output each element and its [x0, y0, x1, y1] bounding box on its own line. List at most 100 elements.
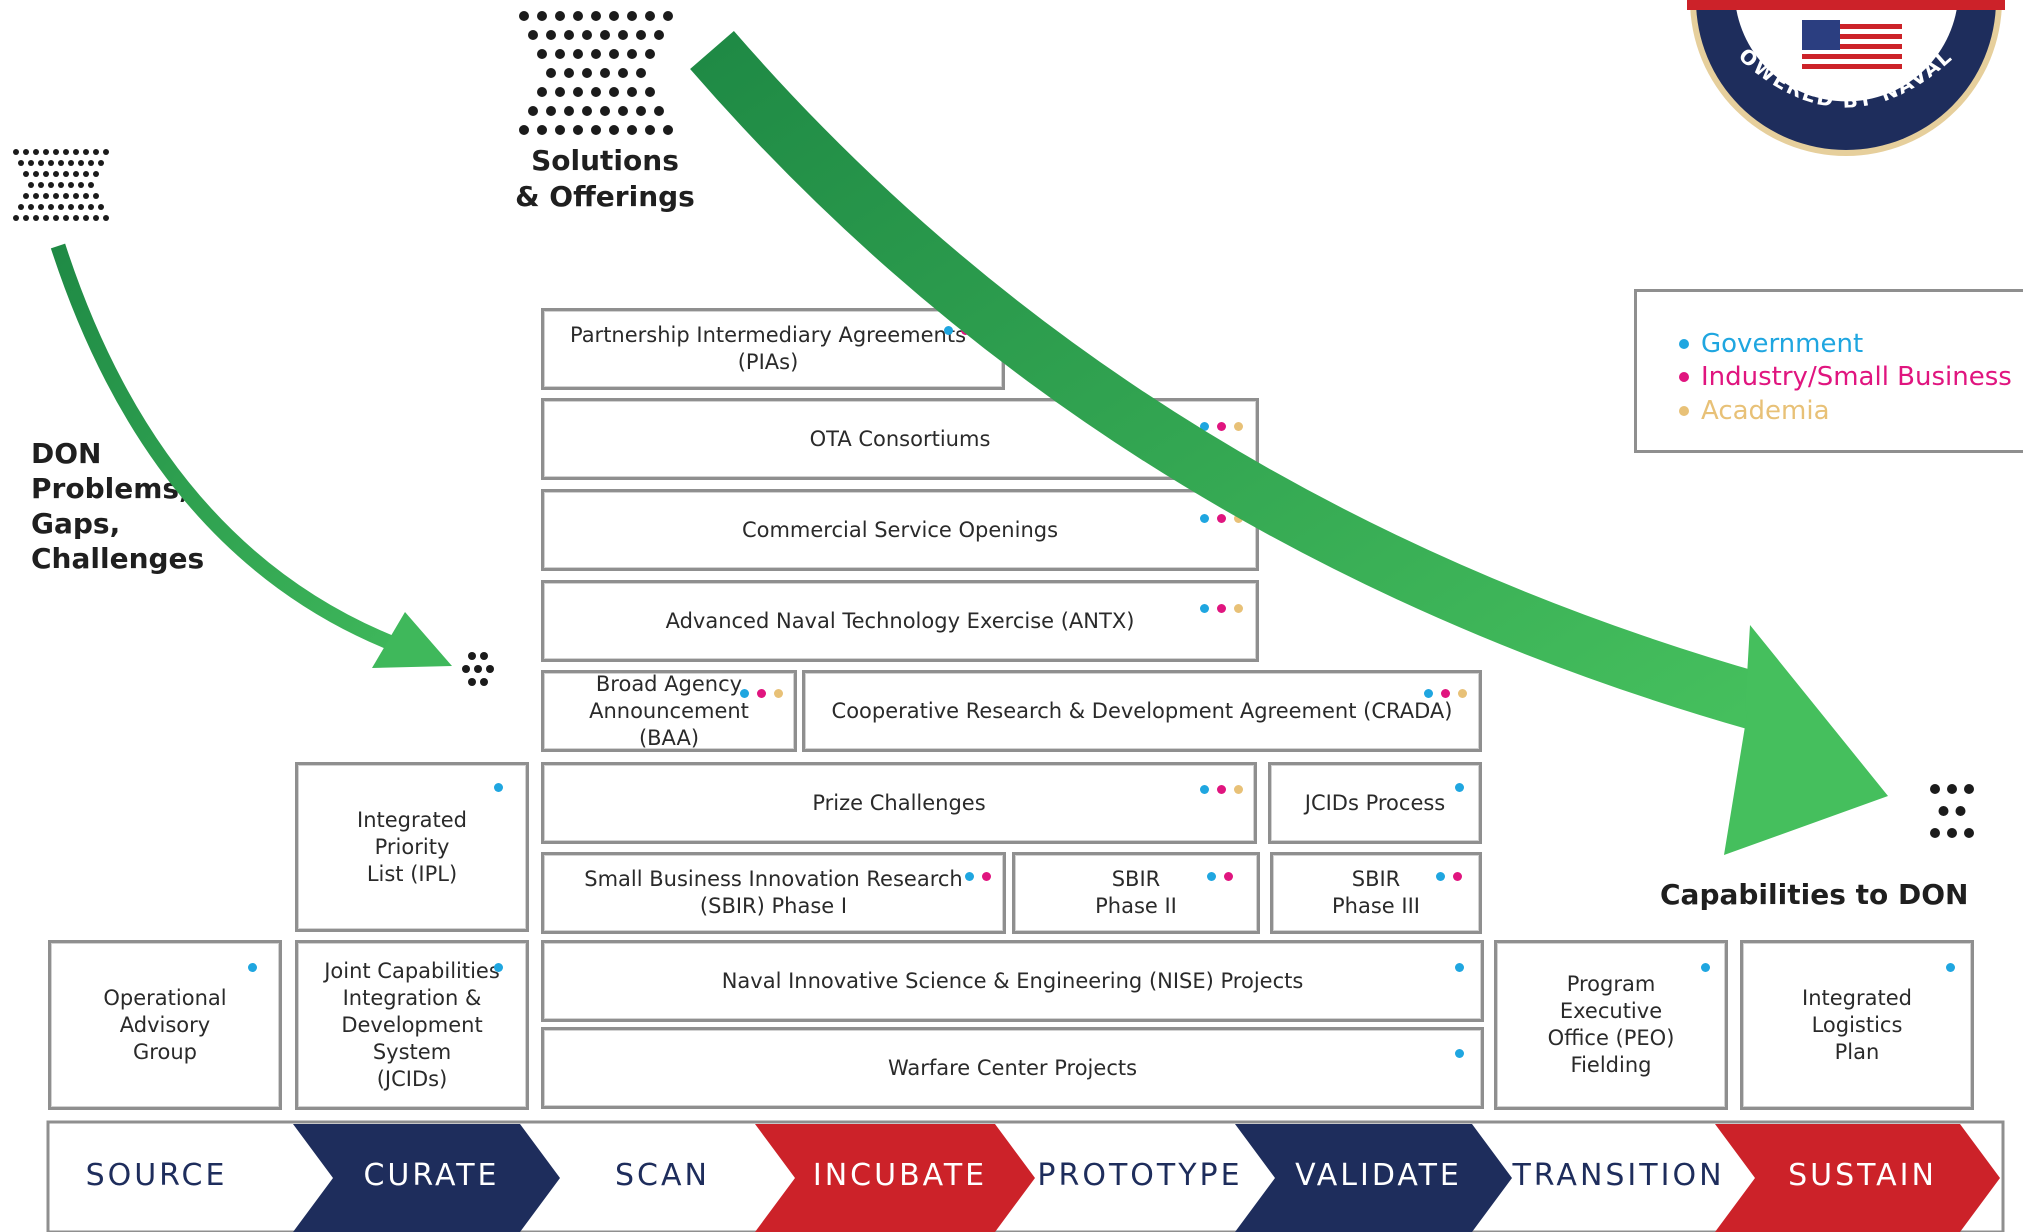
industry-dot-icon	[757, 689, 766, 698]
stage-incubate: INCUBATE	[812, 1158, 988, 1193]
government-dot-icon	[1701, 963, 1710, 972]
stage-validate: VALIDATE	[1295, 1158, 1462, 1193]
legend-item-academia: Academia	[1679, 396, 1830, 426]
pathway-label: Joint Capabilities Integration & Develop…	[324, 958, 500, 1091]
pathway-label: Integrated Priority List (IPL)	[357, 807, 467, 886]
pathway-label: Partnership Intermediary Agreements (PIA…	[569, 323, 967, 374]
participant-dots	[1455, 963, 1464, 972]
pathway-box-pias: Partnership Intermediary Agreements (PIA…	[541, 308, 1005, 390]
legend-label: Government	[1701, 329, 1864, 359]
government-dot-icon	[248, 963, 257, 972]
government-dot-icon	[1455, 1049, 1464, 1058]
pathway-label: OTA Consortiums	[809, 426, 991, 451]
participant-dots	[740, 689, 783, 698]
industry-dot-icon	[1217, 604, 1226, 613]
pathway-label: Operational Advisory Group	[103, 985, 227, 1064]
industry-dot-icon	[1217, 785, 1226, 794]
pathway-box-oag: Operational Advisory Group	[48, 940, 282, 1110]
pathway-box-nise: Naval Innovative Science & Engineering (…	[541, 940, 1484, 1022]
government-dot-icon	[1679, 339, 1689, 349]
pathway-box-jcids: Joint Capabilities Integration & Develop…	[295, 940, 529, 1110]
government-dot-icon	[965, 872, 974, 881]
academia-dot-icon	[1679, 406, 1689, 416]
stage-chevron-sustain	[1715, 1124, 2000, 1232]
pathway-box-jcids-process: JCIDs Process	[1268, 762, 1482, 844]
participant-dots	[1436, 872, 1462, 881]
legend-label: Academia	[1701, 396, 1830, 426]
participant-dots	[1200, 604, 1243, 613]
participant-dots	[1200, 785, 1243, 794]
industry-dot-icon	[1441, 689, 1450, 698]
pathway-label: Commercial Service Openings	[741, 517, 1059, 542]
legend-item-industry: Industry/Small Business	[1679, 362, 2012, 392]
government-dot-icon	[1946, 963, 1955, 972]
pathway-box-ipl: Integrated Priority List (IPL)	[295, 762, 529, 932]
academia-dot-icon	[1234, 785, 1243, 794]
capabilities-to-don-label: Capabilities to DON	[1660, 878, 1969, 911]
stage-chevron-curate	[293, 1124, 560, 1232]
stage-scan: SCAN	[615, 1158, 710, 1193]
don-problems-label: DON Problems, Gaps, Challenges	[31, 437, 205, 575]
stage-curate: CURATE	[363, 1158, 500, 1193]
stage-prototype: PROTOTYPE	[1037, 1158, 1243, 1193]
participant-dots	[494, 963, 503, 972]
pathway-label: Advanced Naval Technology Exercise (ANTX…	[665, 608, 1135, 633]
pathway-label: Integrated Logistics Plan	[1802, 985, 1912, 1064]
pathway-label: JCIDs Process	[1304, 790, 1446, 815]
government-dot-icon	[1424, 689, 1433, 698]
industry-dot-icon	[1224, 872, 1233, 881]
government-dot-icon	[1200, 604, 1209, 613]
stage-transition: TRANSITION	[1512, 1158, 1725, 1193]
badge-text: POWERED BY NAVALX	[0, 0, 1957, 113]
participant-dots	[1200, 422, 1243, 431]
industry-dot-icon	[1217, 422, 1226, 431]
pathway-box-crada: Cooperative Research & Development Agree…	[802, 670, 1482, 752]
academia-dot-icon	[1458, 689, 1467, 698]
industry-dot-icon	[1679, 372, 1689, 382]
participant-dots	[944, 326, 987, 335]
participant-dots	[1207, 872, 1233, 881]
government-dot-icon	[1200, 422, 1209, 431]
participant-dots	[1200, 514, 1243, 523]
problems-dots-icon	[13, 149, 109, 221]
academia-dot-icon	[1234, 422, 1243, 431]
legend-item-government: Government	[1679, 329, 1863, 359]
pathway-label: Small Business Innovation Research (SBIR…	[584, 867, 963, 918]
pathway-box-cso: Commercial Service Openings	[541, 489, 1259, 571]
participant-dots	[965, 872, 991, 881]
pathway-box-prize: Prize Challenges	[541, 762, 1257, 844]
stage-sustain: SUSTAIN	[1788, 1158, 1937, 1193]
participant-dots	[1455, 783, 1464, 792]
pathway-box-sbir3: SBIR Phase III	[1270, 852, 1482, 934]
pathway-label: Prize Challenges	[812, 790, 986, 815]
industry-dot-icon	[982, 872, 991, 881]
government-dot-icon	[1455, 783, 1464, 792]
government-dot-icon	[1200, 785, 1209, 794]
industry-dot-icon	[1217, 514, 1226, 523]
government-dot-icon	[1455, 963, 1464, 972]
participant-dots	[1946, 963, 1955, 972]
participant-dots	[248, 963, 257, 972]
industry-dot-icon	[1453, 872, 1462, 881]
pathway-label: Naval Innovative Science & Engineering (…	[721, 968, 1304, 993]
us-flag-icon	[1802, 20, 1902, 69]
pathway-label: SBIR Phase III	[1332, 867, 1420, 918]
pathway-box-antx: Advanced Naval Technology Exercise (ANTX…	[541, 580, 1259, 662]
stage-chevron-incubate	[755, 1124, 1035, 1232]
pathway-box-sbir2: SBIR Phase II	[1012, 852, 1260, 934]
academia-dot-icon	[1234, 514, 1243, 523]
pathway-box-ilp: Integrated Logistics Plan	[1740, 940, 1974, 1110]
navalx-badge: POWERED BY NAVALX	[0, 0, 2005, 156]
participant-dots	[1701, 963, 1710, 972]
pathway-box-wcp: Warfare Center Projects	[541, 1027, 1484, 1109]
pathway-box-peo: Program Executive Office (PEO) Fielding	[1494, 940, 1728, 1110]
pathway-label: Broad Agency Announcement (BAA)	[589, 671, 749, 750]
pathway-box-ota: OTA Consortiums	[541, 398, 1259, 480]
government-dot-icon	[494, 963, 503, 972]
pathway-box-baa: Broad Agency Announcement (BAA)	[541, 670, 797, 752]
solutions-offerings-label: Solutions & Offerings	[515, 144, 695, 213]
government-dot-icon	[1207, 872, 1216, 881]
pathway-box-sbir1: Small Business Innovation Research (SBIR…	[541, 852, 1006, 934]
academia-dot-icon	[1234, 604, 1243, 613]
stage-chevron-validate	[1235, 1124, 1512, 1232]
